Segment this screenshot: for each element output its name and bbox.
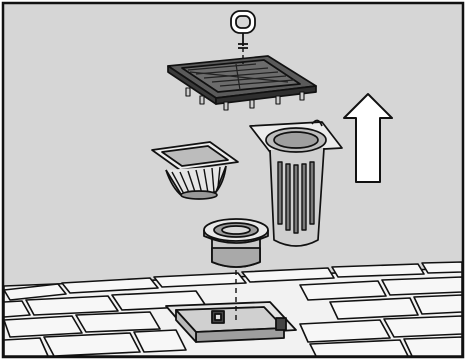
drain-insert-cup [204, 219, 268, 267]
